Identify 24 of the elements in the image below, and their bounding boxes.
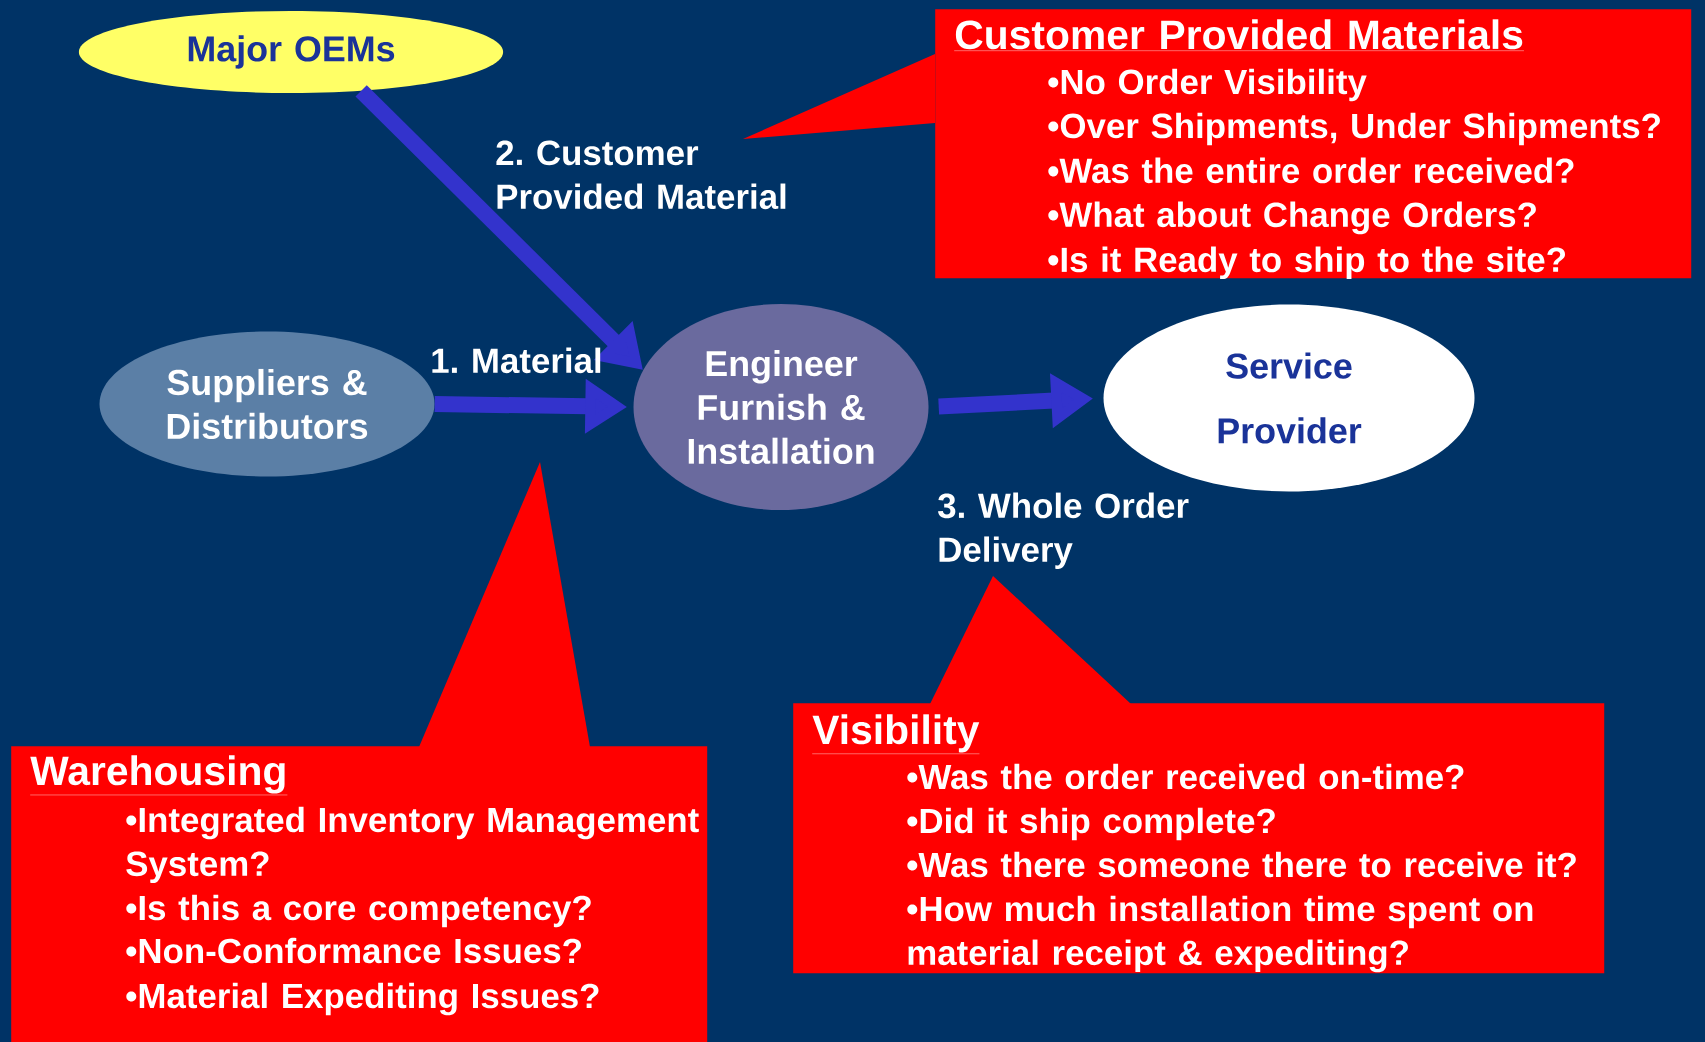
- bullet-item: •How much installation time spent on material receipt & expediting?: [907, 895, 1533, 973]
- bullet-item: •Was the order received on-time?: [907, 763, 1464, 790]
- bullet-item: •Did it ship complete?: [907, 807, 1275, 841]
- bullet-item: •No Order Visibility: [1048, 68, 1367, 102]
- callout-heading: Warehousing: [30, 755, 288, 796]
- bullet-item: •Was the entire order received?: [1048, 157, 1574, 184]
- edge-label: 2. Customer Provided Material: [496, 140, 786, 210]
- callout-box: [11, 462, 708, 1042]
- oval-node: Engineer Furnish & Installation: [633, 304, 929, 510]
- oval-node: Major OEMs: [78, 11, 504, 93]
- callout-box: [793, 576, 1605, 974]
- bullet-item: •Is this a core competency?: [126, 894, 591, 928]
- bullet-item: •Non-Conformance Issues?: [126, 937, 581, 964]
- callout-heading: Customer Provided Materials: [954, 19, 1525, 51]
- bullet-item: •Material Expediting Issues?: [126, 982, 599, 1016]
- oval-node: Service Provider: [1103, 304, 1475, 492]
- callout-heading: Visibility: [812, 714, 980, 754]
- bullet-item: •Was there someone there to receive it?: [907, 851, 1576, 878]
- edge-label: 1. Material: [432, 347, 601, 374]
- bullet-item: •Integrated Inventory Management System?: [126, 806, 699, 884]
- bullet-item: •Is it Ready to ship to the site?: [1048, 246, 1565, 280]
- edge-label: 3. Whole Order Delivery: [938, 492, 1189, 569]
- bullet-item: •What about Change Orders?: [1048, 201, 1536, 235]
- bullet-item: •Over Shipments, Under Shipments?: [1048, 112, 1660, 146]
